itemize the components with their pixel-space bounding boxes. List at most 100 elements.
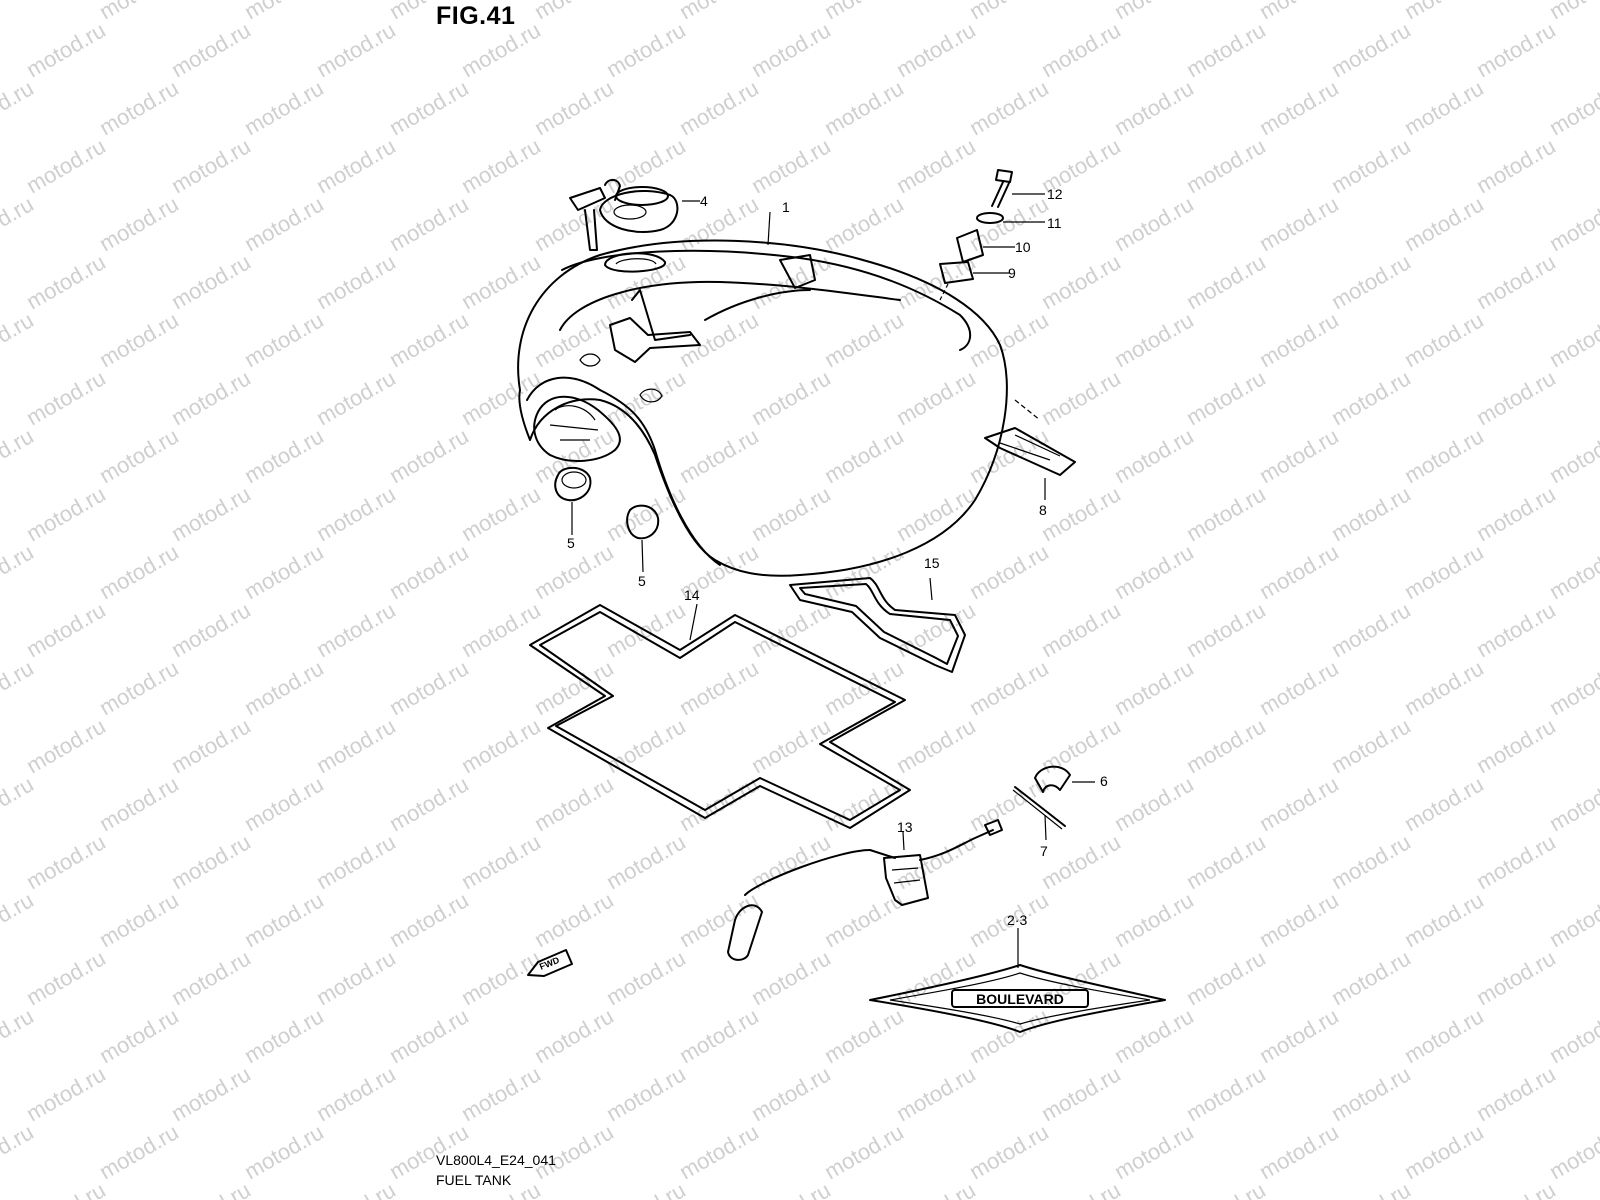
watermark-text: motod.ru: [892, 1061, 980, 1126]
watermark-text: motod.ru: [1400, 655, 1488, 720]
grommet-drawings: [554, 466, 660, 573]
watermark-text: motod.ru: [602, 133, 690, 198]
watermark-text: motod.ru: [530, 771, 618, 836]
watermark-text: motod.ru: [1400, 1003, 1488, 1068]
watermark-text: motod.ru: [312, 17, 400, 82]
callout-2-3: 2·3: [1007, 912, 1027, 928]
watermark-text: motod.ru: [240, 307, 328, 372]
watermark-text: motod.ru: [1545, 307, 1600, 372]
figure-title: FIG.41: [436, 2, 516, 30]
watermark-text: motod.ru: [1327, 1177, 1415, 1200]
watermark-text: motod.ru: [965, 0, 1053, 24]
watermark-text: motod.ru: [167, 1177, 255, 1200]
watermark-text: motod.ru: [167, 829, 255, 894]
watermark-text: motod.ru: [1182, 365, 1270, 430]
fuel-gauge-drawing: [727, 819, 1003, 961]
watermark-text: motod.ru: [602, 945, 690, 1010]
watermark-text: motod.ru: [1327, 365, 1415, 430]
watermark-text: motod.ru: [602, 17, 690, 82]
watermark-text: motod.ru: [820, 307, 908, 372]
watermark-text: motod.ru: [22, 481, 110, 546]
watermark-text: motod.ru: [892, 597, 980, 662]
callout-5b: 5: [638, 573, 646, 589]
watermark-text: motod.ru: [530, 1003, 618, 1068]
watermark-text: motod.ru: [457, 829, 545, 894]
watermark-text: motod.ru: [385, 1003, 473, 1068]
watermark-text: motod.ru: [312, 133, 400, 198]
watermark-text: motod.ru: [457, 365, 545, 430]
watermark-text: motod.ru: [240, 191, 328, 256]
watermark-text: motod.ru: [602, 481, 690, 546]
watermark-text: motod.ru: [457, 249, 545, 314]
watermark-text: motod.ru: [95, 655, 183, 720]
watermark-text: motod.ru: [312, 1061, 400, 1126]
watermark-text: motod.ru: [1255, 423, 1343, 488]
callout-4: 4: [700, 193, 708, 209]
watermark-text: motod.ru: [820, 191, 908, 256]
watermark-text: motod.ru: [22, 829, 110, 894]
watermark-text: motod.ru: [1255, 887, 1343, 952]
watermark-text: motod.ru: [747, 1061, 835, 1126]
watermark-text: motod.ru: [312, 1177, 400, 1200]
callout-7: 7: [1040, 843, 1048, 859]
watermark-text: motod.ru: [892, 713, 980, 778]
watermark-text: motod.ru: [240, 75, 328, 140]
watermark-text: motod.ru: [1037, 17, 1125, 82]
watermark-text: motod.ru: [167, 17, 255, 82]
watermark-text: motod.ru: [457, 713, 545, 778]
watermark-text: motod.ru: [1472, 829, 1560, 894]
watermark-text: motod.ru: [95, 191, 183, 256]
watermark-text: motod.ru: [22, 713, 110, 778]
watermark-text: motod.ru: [167, 945, 255, 1010]
watermark-text: motod.ru: [1400, 307, 1488, 372]
watermark-text: motod.ru: [747, 133, 835, 198]
watermark-text: motod.ru: [240, 539, 328, 604]
watermark-text: motod.ru: [1182, 249, 1270, 314]
watermark-text: motod.ru: [385, 191, 473, 256]
watermark-text: motod.ru: [457, 481, 545, 546]
watermark-text: motod.ru: [1182, 829, 1270, 894]
watermark-text: motod.ru: [747, 481, 835, 546]
watermark-text: motod.ru: [820, 75, 908, 140]
watermark-text: motod.ru: [457, 17, 545, 82]
watermark-text: motod.ru: [385, 771, 473, 836]
watermark-text: motod.ru: [167, 133, 255, 198]
watermark-text: motod.ru: [385, 75, 473, 140]
watermark-text: motod.ru: [1472, 1177, 1560, 1200]
emblem-text: BOULEVARD: [976, 991, 1064, 1007]
watermark-text: motod.ru: [1400, 423, 1488, 488]
watermark-text: motod.ru: [22, 17, 110, 82]
watermark-text: motod.ru: [1472, 713, 1560, 778]
watermark-text: motod.ru: [1545, 655, 1600, 720]
watermark-text: motod.ru: [1545, 1003, 1600, 1068]
watermark-text: motod.ru: [675, 655, 763, 720]
watermark-text: motod.ru: [530, 655, 618, 720]
watermark-text: motod.ru: [95, 75, 183, 140]
watermark-text: motod.ru: [1255, 771, 1343, 836]
callout-8: 8: [1039, 502, 1047, 518]
watermark-text: motod.ru: [675, 887, 763, 952]
watermark-text: motod.ru: [675, 423, 763, 488]
watermark-text: motod.ru: [240, 655, 328, 720]
watermark-text: motod.ru: [240, 887, 328, 952]
watermark-text: motod.ru: [1182, 17, 1270, 82]
watermark-text: motod.ru: [0, 191, 38, 256]
watermark-text: motod.ru: [820, 423, 908, 488]
watermark-text: motod.ru: [1182, 945, 1270, 1010]
callout-14: 14: [684, 587, 700, 603]
watermark-text: motod.ru: [385, 887, 473, 952]
watermark-text: motod.ru: [1327, 597, 1415, 662]
watermark-text: motod.ru: [747, 1177, 835, 1200]
watermark-text: motod.ru: [892, 829, 980, 894]
watermark-text: motod.ru: [1110, 1119, 1198, 1184]
watermark-text: motod.ru: [167, 1061, 255, 1126]
watermark-text: motod.ru: [1327, 829, 1415, 894]
watermark-text: motod.ru: [95, 1119, 183, 1184]
watermark-text: motod.ru: [0, 655, 38, 720]
watermark-text: motod.ru: [965, 75, 1053, 140]
watermark-text: motod.ru: [0, 307, 38, 372]
watermark-text: motod.ru: [1255, 655, 1343, 720]
watermark-text: motod.ru: [22, 133, 110, 198]
watermark-text: motod.ru: [1037, 1061, 1125, 1126]
watermark-text: motod.ru: [1182, 481, 1270, 546]
